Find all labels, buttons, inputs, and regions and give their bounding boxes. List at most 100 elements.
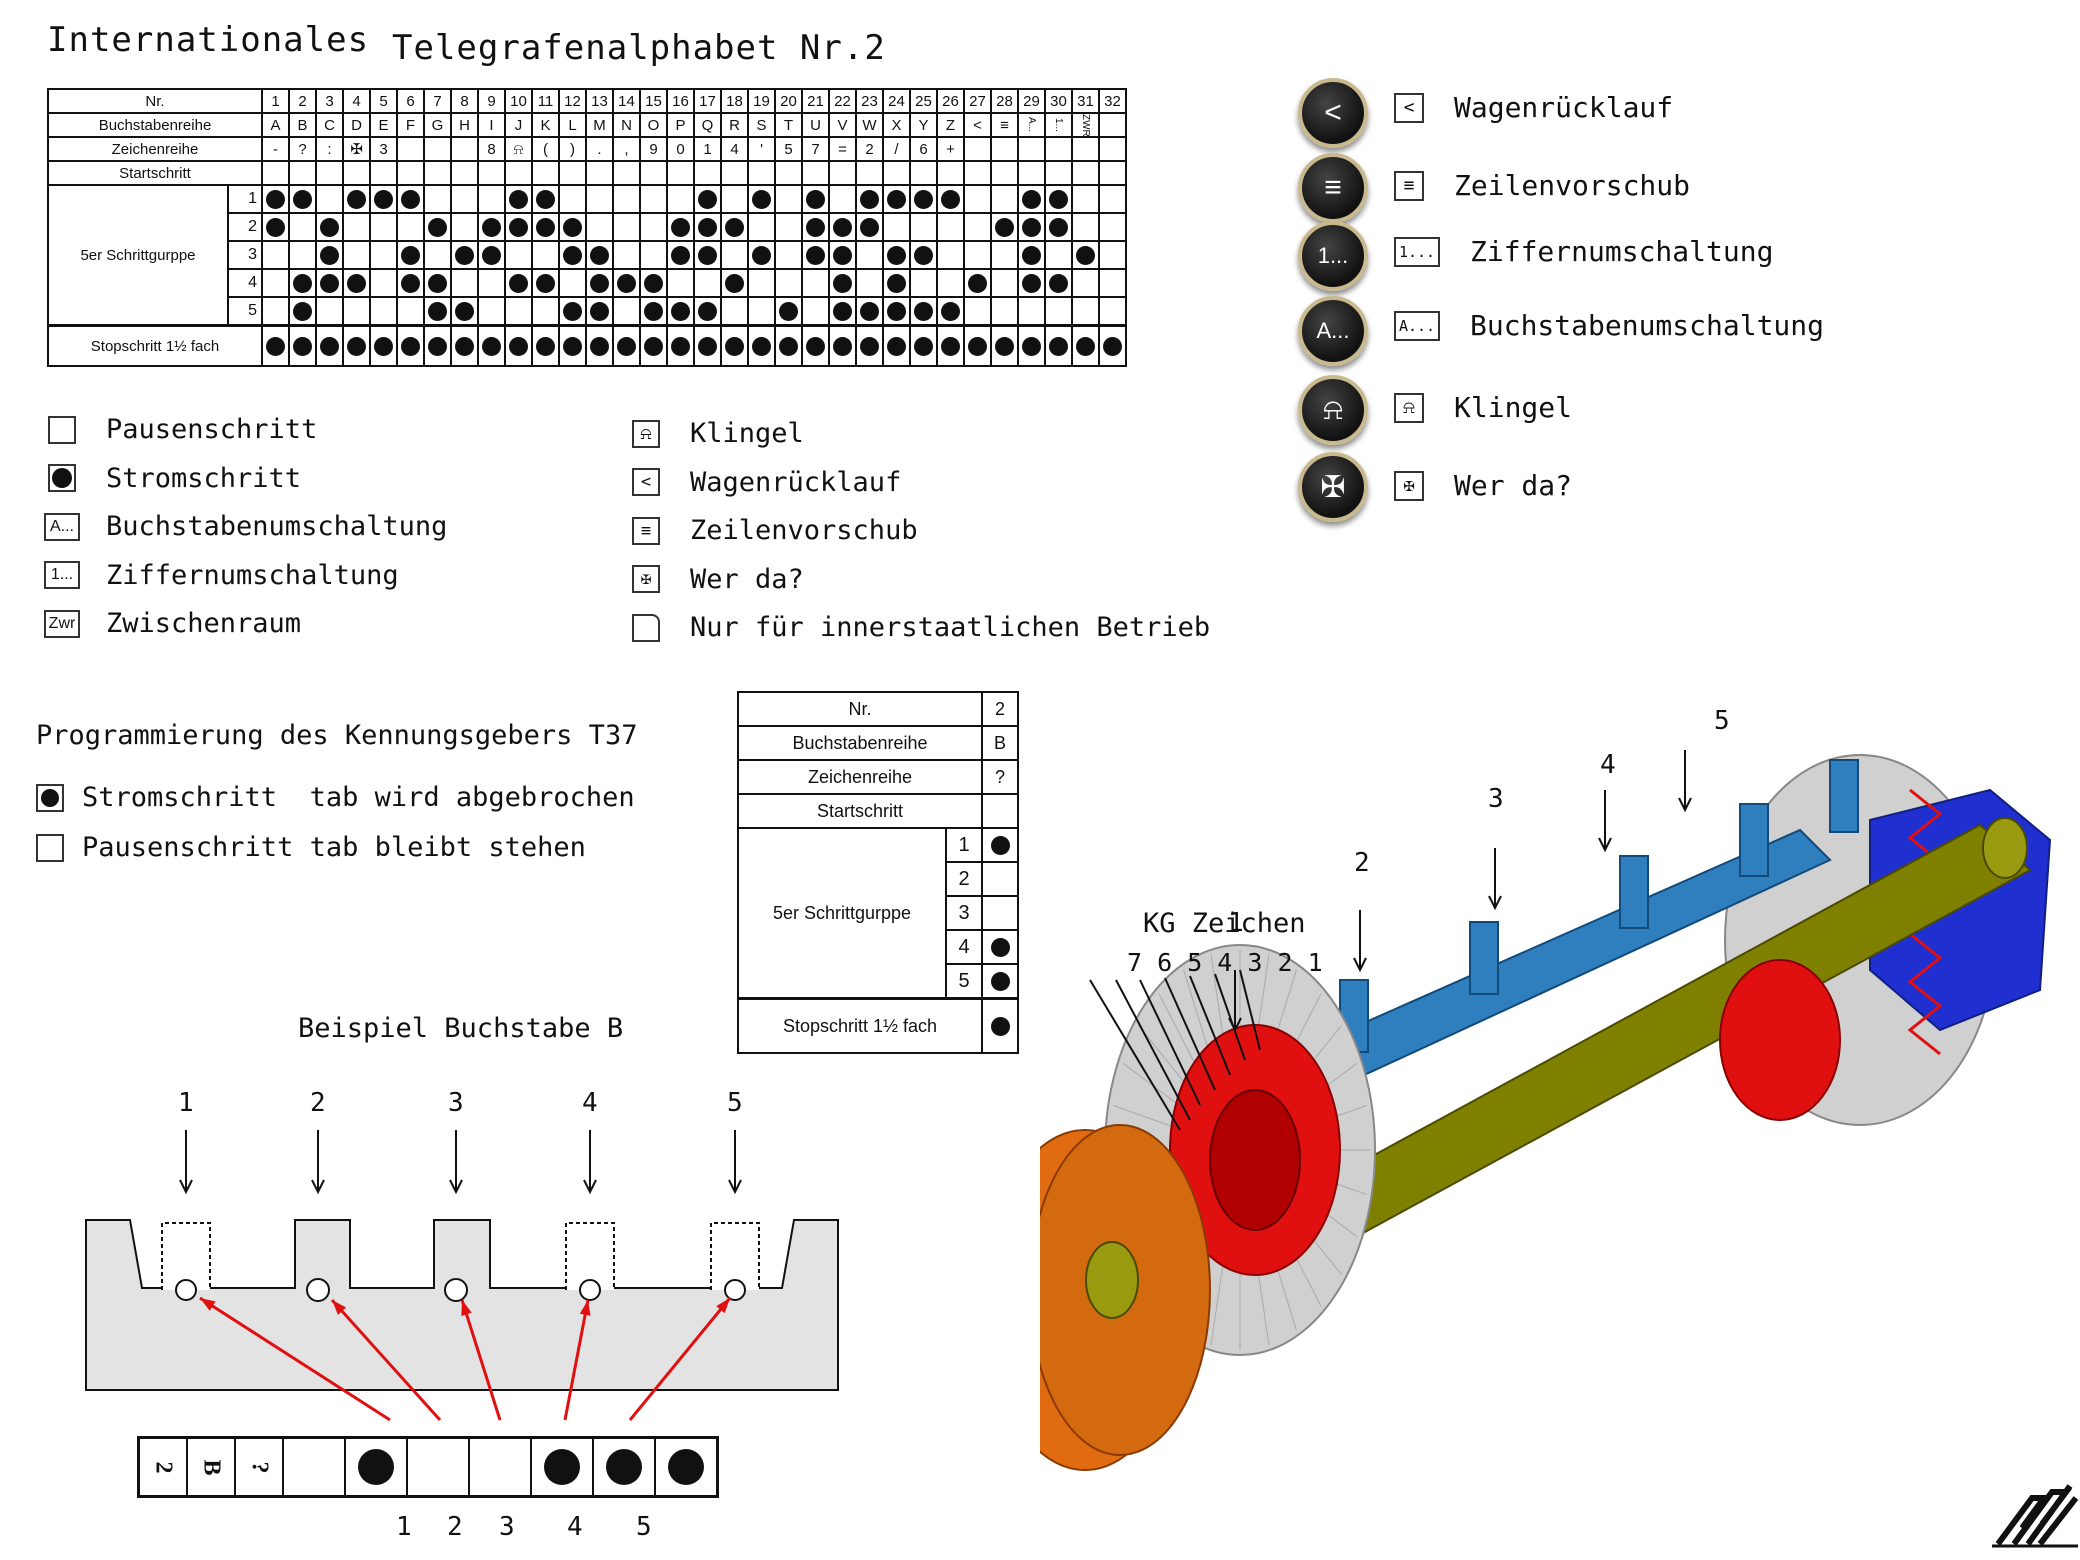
- hole-cell: [666, 212, 695, 242]
- hole-dot: [725, 217, 744, 237]
- start-cell: [774, 160, 803, 186]
- nr-cell: 22: [828, 88, 857, 114]
- hole-cell: [1071, 240, 1100, 270]
- figure-cell: +: [936, 136, 965, 162]
- hole-dot: [698, 189, 717, 209]
- hole-cell: [450, 212, 479, 242]
- step-number: 5: [227, 296, 263, 327]
- hole-cell: [396, 184, 425, 214]
- hole-cell: [639, 268, 668, 298]
- nr-cell: 17: [693, 88, 722, 114]
- letter-cell: P: [666, 112, 695, 138]
- hole-dot: [320, 273, 339, 293]
- tape-cell: [594, 1439, 656, 1495]
- legend-label: Zeilenvorschub: [1454, 169, 1691, 202]
- stop-cell: [288, 324, 317, 367]
- hole-dot: [401, 245, 420, 265]
- hole-cell: [1098, 268, 1127, 298]
- rule-stromschritt-text: Stromschritt tab wird abgebrochen: [82, 782, 635, 813]
- letter-cell: <: [963, 112, 992, 138]
- hole-cell: [855, 184, 884, 214]
- legend-right-item: 1...Ziffernumschaltung: [1394, 235, 1773, 268]
- hole-cell: [477, 240, 506, 270]
- hole-cell: [369, 212, 398, 242]
- letter-cell: M: [585, 112, 614, 138]
- figure-cell: /: [882, 136, 911, 162]
- hole-cell: [981, 963, 1019, 1000]
- hole-cell: [963, 212, 992, 242]
- letters-label: Buchstabenreihe: [737, 725, 983, 761]
- legend-right-item: ✠Wer da?: [1394, 469, 1572, 502]
- legend-symbol-icon: ≡: [1394, 170, 1424, 201]
- step-number: 3: [227, 240, 263, 270]
- start-cell: [1098, 160, 1127, 186]
- hole-dot: [806, 189, 825, 209]
- hole-dot: [1022, 245, 1041, 265]
- hole-cell: [342, 184, 371, 214]
- hole-cell: [612, 212, 641, 242]
- figure-cell: 0: [666, 136, 695, 162]
- hole-cell: [990, 268, 1019, 298]
- hole-cell: [477, 184, 506, 214]
- hole-cell: [747, 184, 776, 214]
- hole-dot: [347, 336, 366, 356]
- letter-cell: 1...: [1044, 112, 1073, 138]
- hole-cell: [774, 268, 803, 298]
- hole-cell: [288, 268, 317, 298]
- hole-dot: [671, 301, 690, 321]
- hole-cell: [504, 212, 533, 242]
- kennungsgeber-drawing: [1040, 750, 2052, 1471]
- tape-head-cell: ?: [236, 1439, 284, 1495]
- hole-cell: [666, 296, 695, 327]
- hole-dot: [374, 189, 393, 209]
- step-number: 4: [945, 929, 983, 965]
- start-cell: [261, 160, 290, 186]
- letter-cell: F: [396, 112, 425, 138]
- hole-cell: [774, 184, 803, 214]
- figure-cell: ✠: [342, 136, 371, 162]
- hole-cell: [315, 240, 344, 270]
- hole-cell: [693, 268, 722, 298]
- hole-dot: [990, 972, 1010, 992]
- hole-cell: [855, 268, 884, 298]
- hole-cell: [801, 268, 830, 298]
- hole-dot: [1049, 217, 1068, 237]
- hole-dot: [1022, 217, 1041, 237]
- bar-tab: [1829, 759, 1859, 833]
- hole-cell: [639, 212, 668, 242]
- hole-cell: [612, 184, 641, 214]
- stop-cell: [396, 324, 425, 367]
- nr-cell: 7: [423, 88, 452, 114]
- letter-cell: Y: [909, 112, 938, 138]
- tab-number: 1: [1228, 908, 1244, 938]
- legend-label: Klingel: [1454, 391, 1573, 424]
- legend-item: <Wagenrücklauf: [628, 467, 901, 498]
- empty-square-icon: [36, 833, 64, 862]
- figure-cell: ?: [288, 136, 317, 162]
- hole-cell: [801, 184, 830, 214]
- hole-cell: [558, 296, 587, 327]
- nr-cell: 4: [342, 88, 371, 114]
- hole-dot: [914, 301, 933, 321]
- start-cell: [450, 160, 479, 186]
- hole-cell: [369, 240, 398, 270]
- broken-tab: [161, 1222, 211, 1290]
- hole-cell: [909, 212, 938, 242]
- hole-dot: [914, 245, 933, 265]
- tab-notch: [579, 1279, 601, 1301]
- hole-cell: [531, 184, 560, 214]
- hole-dot: [347, 273, 366, 293]
- hole-dot: [752, 336, 771, 356]
- letters-label: Buchstabenreihe: [47, 112, 263, 138]
- hole-dot: [1076, 245, 1095, 265]
- figure-cell: .: [585, 136, 614, 162]
- hole-cell: [693, 184, 722, 214]
- legend-symbol-icon: A...: [1394, 310, 1440, 341]
- legend-label: Ziffernumschaltung: [106, 559, 399, 591]
- tape-head-cell: 2: [140, 1439, 188, 1495]
- hole-dot: [590, 273, 609, 293]
- hole-dot: [941, 189, 960, 209]
- legend-symbol-icon: ✠: [632, 565, 660, 593]
- nr-cell: 26: [936, 88, 965, 114]
- hole-cell: [369, 296, 398, 327]
